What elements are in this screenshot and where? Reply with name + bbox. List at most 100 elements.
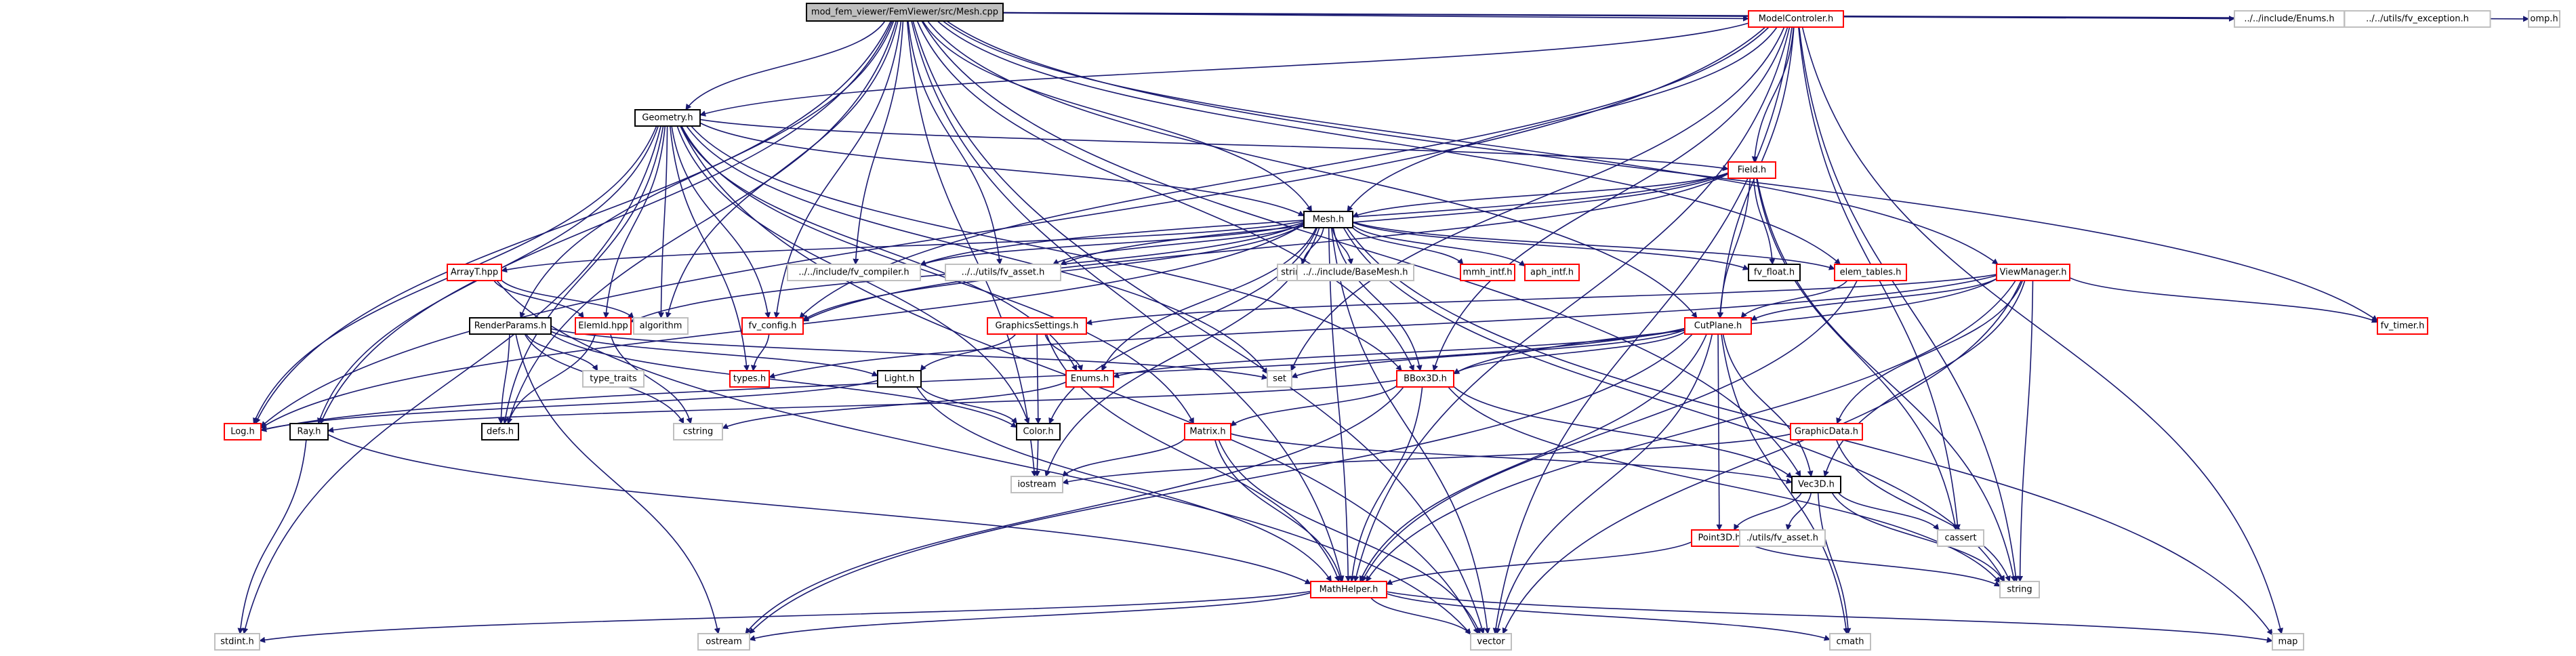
node-box-point3d	[1691, 529, 1748, 547]
node-box-fv_timer	[2377, 317, 2428, 335]
edge-elem_tables-to-cutplane	[1740, 280, 1848, 319]
node-label-fv_float: fv_float.h	[1754, 268, 1795, 278]
edge-bbox3d-to-ostream	[745, 386, 1404, 634]
edge-mesh-to-basemesh	[1332, 227, 1354, 265]
edge-cutplane-to-mathhelper	[1359, 333, 1707, 582]
node-bbox3d[interactable]: BBox3D.h	[1396, 370, 1454, 388]
node-viewmanager[interactable]: ViewManager.h	[1996, 264, 2070, 281]
node-field[interactable]: Field.h	[1727, 161, 1776, 179]
node-box-cmath	[1829, 633, 1871, 651]
node-label-omp: omp.h	[2530, 14, 2558, 24]
node-defs[interactable]: defs.h	[481, 423, 519, 440]
node-log[interactable]: Log.h	[224, 423, 262, 440]
node-light[interactable]: Light.h	[877, 370, 922, 388]
node-cassert: cassert	[1937, 529, 1984, 547]
edge-root-to-bbox3d	[916, 20, 1414, 371]
edge-cutplane-to-set	[1291, 329, 1685, 379]
node-label-renderparams: RenderParams.h	[474, 321, 547, 331]
edge-mesh-to-fv_asset_utils	[1052, 223, 1305, 265]
edge-root-to-elem_tables	[937, 20, 1841, 265]
node-box-renderparams	[469, 317, 552, 335]
node-elemid[interactable]: ElemId.hpp	[575, 317, 632, 335]
edge-root-to-mesh	[922, 20, 1313, 212]
node-fv_float[interactable]: fv_float.h	[1748, 264, 1801, 281]
edge-viewmanager-to-vector	[1502, 280, 2022, 634]
node-box-geometry	[634, 109, 701, 127]
node-point3d[interactable]: Point3D.h	[1691, 529, 1748, 547]
node-root[interactable]: mod_fem_viewer/FemViewer/src/Mesh.cpp	[806, 3, 1004, 22]
edge-matrix-to-iostream	[1062, 438, 1185, 477]
node-enums[interactable]: Enums.h	[1065, 370, 1114, 388]
node-label-basemesh: ../../include/BaseMesh.h	[1303, 268, 1408, 278]
node-box-fv_float	[1748, 264, 1801, 281]
node-fv_timer[interactable]: fv_timer.h	[2377, 317, 2428, 335]
node-label-cassert: cassert	[1944, 533, 1976, 544]
node-label-vec3d: Vec3D.h	[1798, 480, 1835, 490]
node-cutplane[interactable]: CutPlane.h	[1684, 317, 1752, 335]
node-arrayt[interactable]: ArrayT.hpp	[447, 264, 502, 281]
node-label-fv_compiler: ../../include/fv_compiler.h	[798, 268, 909, 278]
node-vector: vector	[1470, 633, 1512, 651]
edge-renderparams-to-type_traits	[525, 333, 598, 371]
edge-enums-to-cstring	[722, 381, 1067, 429]
edge-mesh-to-fv_float	[1352, 222, 1749, 270]
node-box-fv_config	[741, 317, 804, 335]
node-graphicssettings[interactable]: GraphicsSettings.h	[987, 317, 1087, 335]
node-box-arrayt	[447, 264, 502, 281]
node-elem_tables[interactable]: elem_tables.h	[1834, 264, 1907, 281]
node-label-root: mod_fem_viewer/FemViewer/src/Mesh.cpp	[811, 7, 998, 18]
edge-elemid-to-defs	[506, 333, 596, 424]
node-color[interactable]: Color.h	[1016, 423, 1061, 440]
node-fv_asset_utils: ../../utils/fv_asset.h	[945, 264, 1061, 281]
node-mesh[interactable]: Mesh.h	[1303, 211, 1353, 228]
edge-arrayt-to-elemid	[493, 280, 584, 319]
edge-light-to-mathhelper	[916, 386, 1332, 582]
edge-elem_tables-to-mathhelper	[1362, 280, 1858, 582]
node-fv_compiler: ../../include/fv_compiler.h	[787, 264, 921, 281]
node-graphicdata[interactable]: GraphicData.h	[1790, 423, 1863, 440]
edge-graphicdata-to-iostream	[1062, 433, 1791, 485]
edge-geometry-to-field	[699, 119, 1729, 171]
edge-arrayt-to-algorithm	[501, 279, 634, 319]
node-box-mesh	[1303, 211, 1353, 228]
node-box-string	[1999, 581, 2040, 598]
node-aph_intf[interactable]: aph_intf.h	[1524, 264, 1580, 281]
node-types[interactable]: types.h	[729, 370, 770, 388]
edge-cutplane-to-vector	[1494, 333, 1713, 634]
node-fv_config[interactable]: fv_config.h	[741, 317, 804, 335]
edge-vec3d-to-point3d	[1734, 492, 1802, 531]
node-label-fv_timer: fv_timer.h	[2381, 321, 2425, 331]
node-modelcontroller[interactable]: ModelControler.h	[1748, 10, 1844, 28]
node-vec3d[interactable]: Vec3D.h	[1791, 476, 1841, 493]
node-fv_asset_dot: ./utils/fv_asset.h	[1739, 529, 1826, 547]
node-box-omp	[2528, 10, 2560, 28]
node-mathhelper[interactable]: MathHelper.h	[1310, 581, 1387, 598]
edge-mathhelper-to-stdint	[259, 590, 1311, 643]
node-label-log: Log.h	[230, 427, 255, 437]
node-inc_enums: ../../include/Enums.h	[2234, 10, 2345, 28]
node-box-map	[2272, 633, 2304, 651]
node-label-light: Light.h	[884, 374, 915, 384]
edge-viewmanager-to-string	[2017, 280, 2034, 582]
node-box-stdint	[214, 633, 260, 651]
edge-light-to-color	[920, 386, 1018, 424]
node-label-map: map	[2278, 637, 2298, 647]
edge-root-to-viewmanager	[942, 20, 1999, 265]
node-label-point3d: Point3D.h	[1698, 533, 1741, 544]
edge-field-to-string	[1756, 178, 2017, 582]
node-geometry[interactable]: Geometry.h	[634, 109, 701, 127]
edge-geometry-to-mesh	[699, 122, 1305, 217]
node-matrix[interactable]: Matrix.h	[1184, 423, 1231, 440]
edge-mesh-to-enums	[1101, 227, 1317, 371]
node-box-algorithm	[633, 317, 689, 335]
node-renderparams[interactable]: RenderParams.h	[469, 317, 552, 335]
node-box-mmh_intf	[1460, 264, 1515, 281]
edge-vec3d-to-string	[1831, 492, 2005, 582]
node-mmh_intf[interactable]: mmh_intf.h	[1460, 264, 1515, 281]
edge-field-to-cassert	[1756, 178, 1959, 531]
edge-root-to-fv_timer	[946, 20, 2378, 321]
node-box-iostream	[1010, 476, 1063, 493]
edge-fv_config-to-types	[750, 333, 770, 371]
node-ray[interactable]: Ray.h	[289, 423, 329, 440]
edge-graphicssettings-to-enums	[1044, 333, 1083, 371]
